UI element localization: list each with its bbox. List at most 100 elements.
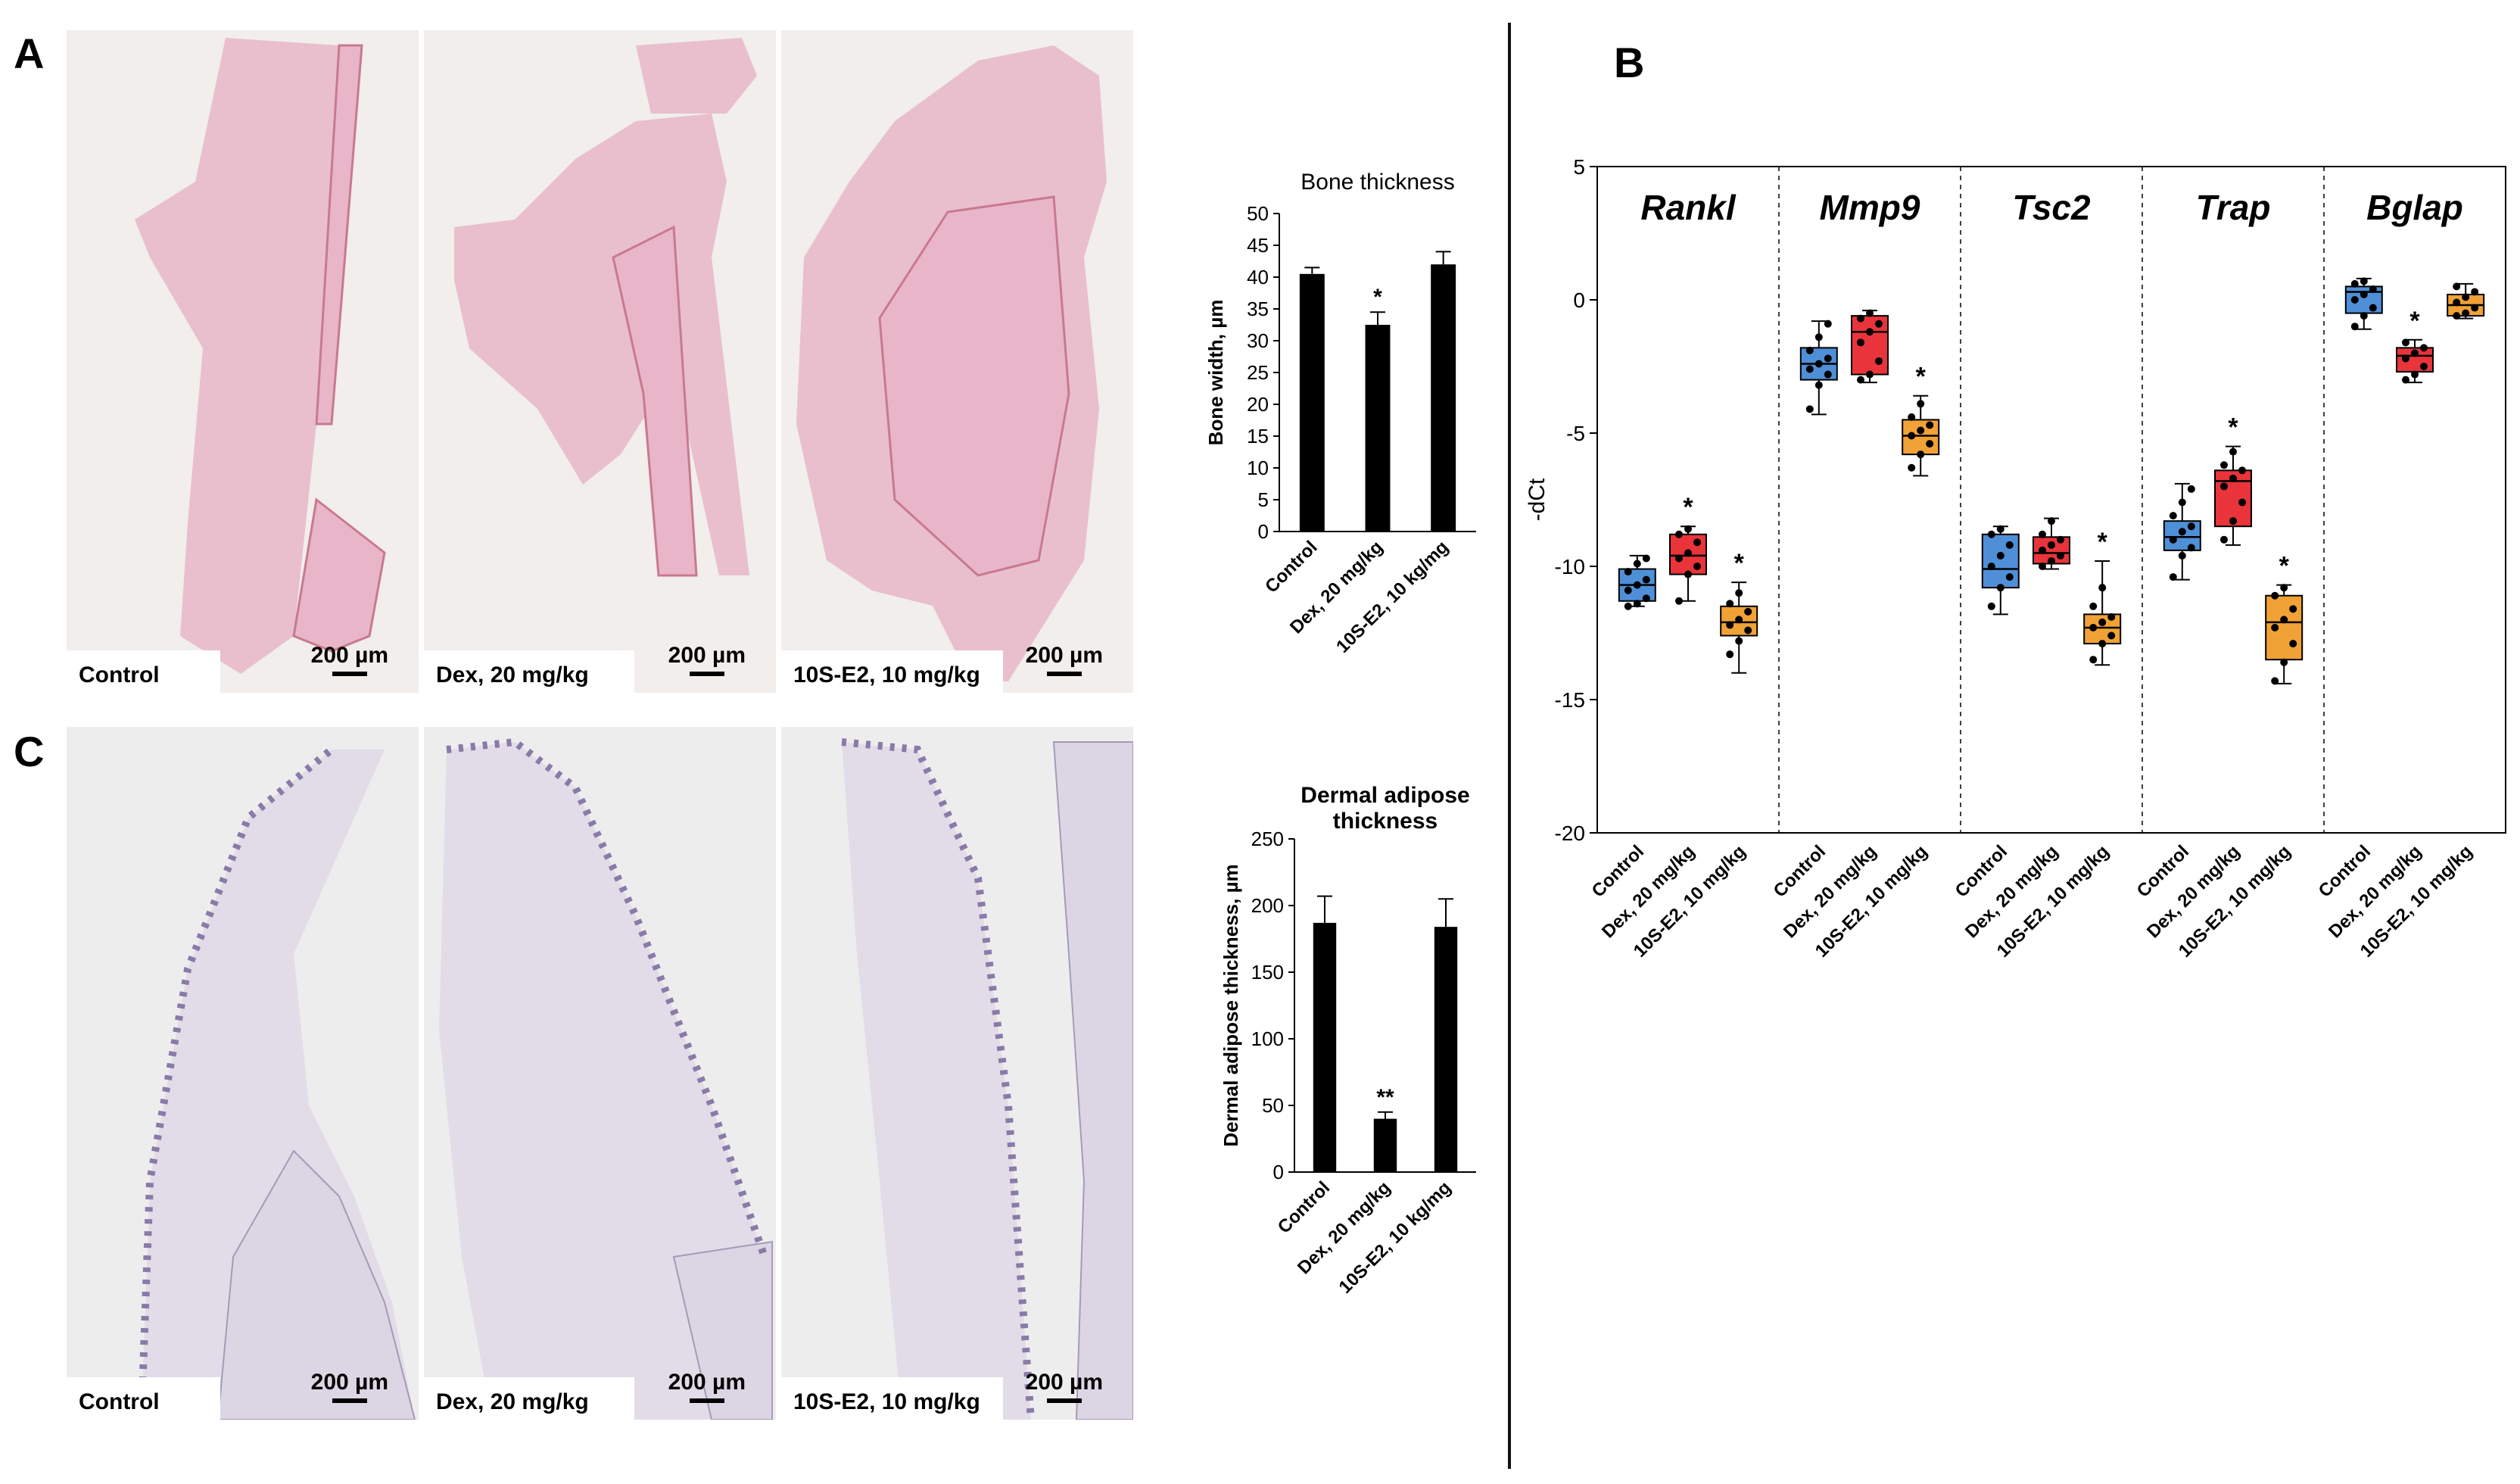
micrograph-label: Control bbox=[67, 1377, 220, 1420]
y-tick-label: 100 bbox=[1251, 1027, 1284, 1050]
micrograph-label: Dex, 20 mg/kg bbox=[424, 650, 634, 693]
data-point bbox=[2107, 631, 2116, 640]
data-point bbox=[1642, 554, 1650, 563]
data-point bbox=[2271, 623, 2279, 631]
data-point bbox=[1735, 637, 1743, 645]
data-point bbox=[2420, 363, 2428, 370]
data-point bbox=[2039, 563, 2046, 570]
data-point bbox=[2402, 376, 2409, 384]
data-point bbox=[1735, 616, 1743, 624]
data-point bbox=[2169, 535, 2177, 544]
chart-title: Dermal adipose bbox=[1300, 783, 1469, 808]
scale-bar: 200 µm bbox=[1026, 1370, 1103, 1403]
y-tick-label: -15 bbox=[1555, 688, 1585, 712]
scale-bar-line bbox=[332, 1398, 367, 1403]
data-point bbox=[2462, 309, 2470, 317]
data-point bbox=[2187, 522, 2195, 531]
y-tick-label: 250 bbox=[1251, 828, 1284, 850]
data-point bbox=[2187, 544, 2195, 552]
data-point bbox=[1996, 525, 2004, 533]
data-point bbox=[2360, 312, 2368, 320]
data-point bbox=[2048, 541, 2055, 549]
data-point bbox=[2411, 370, 2419, 379]
data-point bbox=[2360, 290, 2368, 298]
data-point bbox=[2453, 282, 2461, 291]
data-point bbox=[2471, 288, 2479, 296]
data-point bbox=[1875, 357, 1883, 365]
data-point bbox=[2360, 277, 2368, 285]
y-axis-label: Dermal adipose thickness, µm bbox=[1220, 864, 1242, 1146]
category-label: 10S-E2, 10 kg/mg bbox=[1332, 537, 1453, 657]
data-point bbox=[2220, 535, 2228, 544]
bone-micrograph-dex: Dex, 20 mg/kg 200 µm bbox=[424, 30, 776, 693]
y-tick-label: 10 bbox=[1247, 457, 1269, 479]
significance-marker: * bbox=[1373, 285, 1382, 310]
data-point bbox=[1642, 594, 1650, 603]
data-point bbox=[2005, 541, 2014, 549]
data-point bbox=[1744, 626, 1752, 634]
data-point bbox=[1917, 426, 1925, 435]
scale-bar-label: 200 µm bbox=[1025, 1370, 1103, 1395]
data-point bbox=[1926, 440, 1934, 448]
data-point bbox=[1926, 421, 1934, 429]
data-point bbox=[2229, 474, 2237, 482]
micrograph-label: 10S-E2, 10 mg/kg bbox=[781, 1377, 1003, 1420]
data-point bbox=[1805, 365, 1814, 373]
data-point bbox=[1675, 597, 1683, 605]
y-tick-label: -10 bbox=[1555, 555, 1585, 578]
data-point bbox=[1857, 314, 1864, 323]
scale-bar-label: 200 µm bbox=[310, 1370, 388, 1395]
data-point bbox=[2271, 677, 2279, 685]
y-tick-label: 200 bbox=[1251, 894, 1284, 917]
data-point bbox=[2369, 285, 2377, 293]
panel-divider bbox=[1508, 23, 1511, 1469]
significance-marker: * bbox=[2098, 528, 2108, 556]
data-point bbox=[1744, 607, 1752, 616]
data-point bbox=[2471, 304, 2479, 312]
gene-label: Trap bbox=[2196, 188, 2271, 227]
data-point bbox=[1633, 560, 1641, 568]
data-point bbox=[1814, 333, 1823, 341]
scale-bar-label: 200 µm bbox=[668, 643, 746, 668]
y-tick-label: 40 bbox=[1247, 266, 1269, 288]
data-point bbox=[2369, 304, 2377, 312]
data-point bbox=[1857, 338, 1864, 347]
data-point bbox=[1824, 370, 1832, 379]
data-point bbox=[2350, 323, 2359, 331]
skin-micrograph-dex: Dex, 20 mg/kg 200 µm bbox=[424, 727, 776, 1420]
data-point bbox=[2289, 605, 2297, 613]
data-point bbox=[1675, 530, 1683, 538]
data-point bbox=[2048, 556, 2055, 565]
data-point bbox=[1866, 309, 1874, 317]
scale-bar-line bbox=[1046, 672, 1082, 676]
data-point bbox=[2420, 344, 2428, 352]
scale-bar-line bbox=[689, 672, 724, 676]
scale-bar-line bbox=[1046, 1398, 1082, 1403]
y-tick-label: 0 bbox=[1573, 288, 1585, 312]
box bbox=[1981, 533, 2020, 589]
scale-bar: 200 µm bbox=[668, 1370, 746, 1403]
data-point bbox=[1805, 405, 1814, 413]
data-point bbox=[1875, 320, 1883, 328]
data-point bbox=[1624, 602, 1632, 610]
data-point bbox=[1693, 538, 1701, 547]
data-point bbox=[1633, 600, 1641, 608]
data-point bbox=[1824, 320, 1832, 328]
data-point bbox=[2098, 640, 2107, 648]
data-point bbox=[2350, 279, 2359, 288]
bone-micrograph-10s-e2: 10S-E2, 10 mg/kg 200 µm bbox=[781, 30, 1133, 693]
chart-title: Bone thickness bbox=[1300, 170, 1454, 195]
bar bbox=[1365, 325, 1391, 532]
data-point bbox=[1908, 432, 1916, 440]
micrograph-label: 10S-E2, 10 mg/kg bbox=[781, 650, 1003, 693]
bar bbox=[1434, 927, 1458, 1172]
data-point bbox=[1996, 551, 2004, 560]
data-point bbox=[1996, 584, 2004, 592]
data-point bbox=[2453, 298, 2461, 307]
y-tick-label: -5 bbox=[1566, 422, 1585, 445]
data-point bbox=[2169, 512, 2177, 520]
data-point bbox=[2229, 517, 2237, 525]
data-point bbox=[2107, 613, 2116, 621]
y-tick-label: 35 bbox=[1247, 298, 1269, 320]
